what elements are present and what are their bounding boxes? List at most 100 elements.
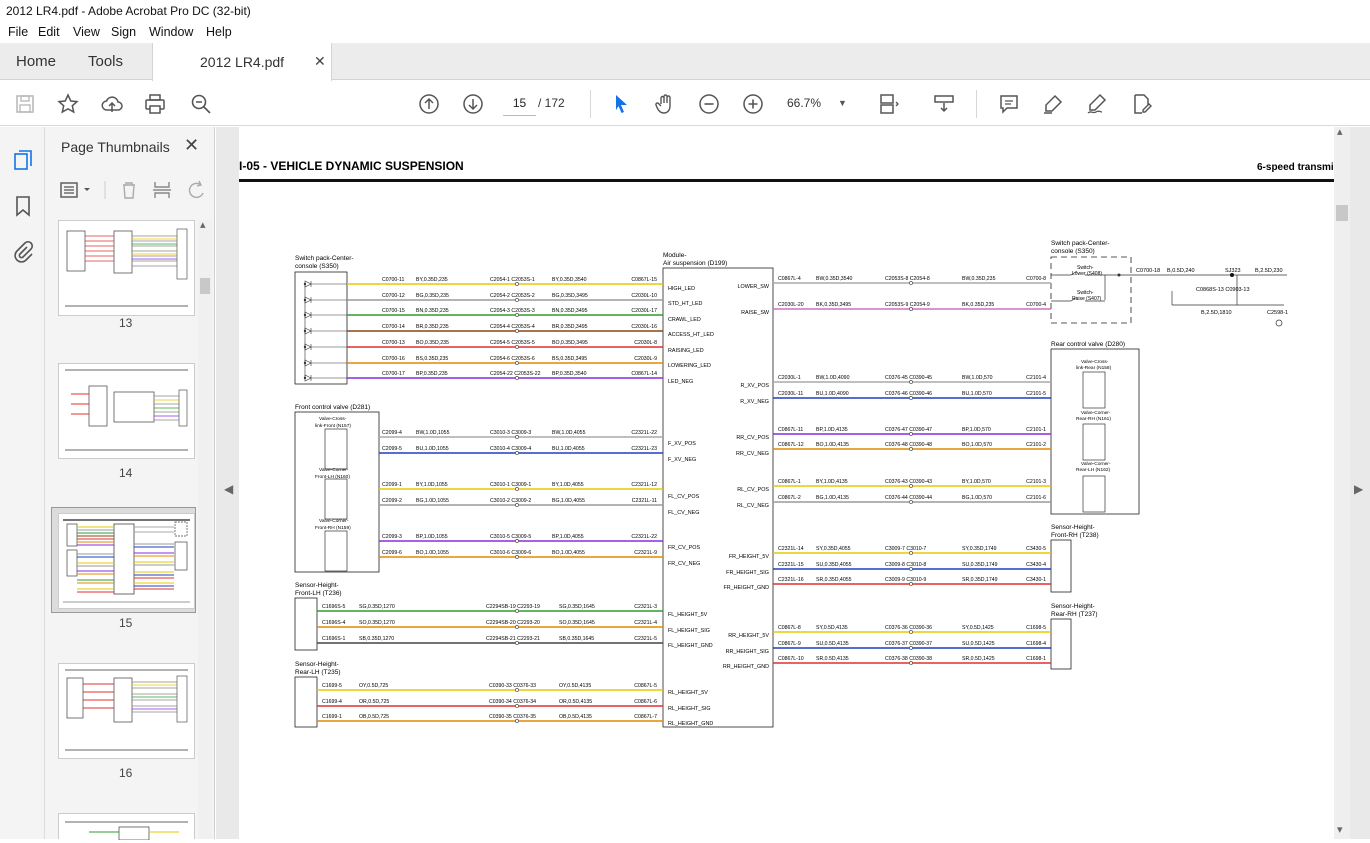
- junction-label: C0376-43 C0390-43: [885, 479, 932, 485]
- zoom-dropdown-icon[interactable]: ▼: [838, 98, 847, 108]
- hand-icon[interactable]: [652, 91, 678, 117]
- page-thumbnail-13[interactable]: [58, 220, 195, 316]
- highlight-icon[interactable]: [1040, 91, 1066, 117]
- connector-label: C2099-5: [382, 446, 402, 452]
- zoom-search-icon[interactable]: [188, 91, 214, 117]
- connector-label: C2321L-15: [778, 562, 804, 568]
- fit-page-icon[interactable]: [876, 91, 902, 117]
- extract-page-icon[interactable]: [153, 182, 171, 198]
- junction-label: C2294SB-20 C2293-20: [486, 620, 540, 626]
- junction-label: C3010-5 C3009-5: [490, 534, 531, 540]
- connector-label: C2030L-10: [631, 293, 657, 299]
- attachment-icon[interactable]: [10, 239, 36, 265]
- page-thumbnail-17[interactable]: [58, 813, 195, 841]
- connector-label: C1696S-4: [322, 620, 345, 626]
- menu-sign[interactable]: Sign: [111, 25, 137, 39]
- scroll-up-icon[interactable]: ▴: [200, 219, 206, 231]
- previous-page-arrow-icon[interactable]: ◀: [224, 482, 234, 496]
- comment-icon[interactable]: [996, 91, 1022, 117]
- ground-wires: [1119, 274, 1287, 306]
- scroll-mode-icon[interactable]: [931, 91, 957, 117]
- inline-connector: [515, 329, 519, 333]
- tab-home[interactable]: Home: [16, 53, 57, 70]
- switch-lower-sublabel: Lower (S408): [1072, 271, 1102, 277]
- page-up-icon[interactable]: [416, 91, 442, 117]
- menu-edit[interactable]: Edit: [38, 25, 60, 39]
- junction-label: C0376-47 C0390-47: [885, 427, 932, 433]
- scroll-down-icon[interactable]: ▾: [1337, 824, 1343, 836]
- junction-label: C3009-9 C3010-9: [885, 577, 926, 583]
- page-thumbnail-14[interactable]: [58, 363, 195, 459]
- connector-label: C1698-5: [1026, 625, 1046, 631]
- save-icon[interactable]: [12, 91, 38, 117]
- wire-spec-label: BY,0.35D,3540: [552, 277, 587, 283]
- module-pin-label: R_XV_POS: [741, 383, 770, 389]
- connector-label: C2321L-22: [631, 534, 657, 540]
- bookmark-star-icon[interactable]: [55, 91, 81, 117]
- switch-raise-label: Switch-: [1077, 290, 1094, 296]
- print-icon[interactable]: [142, 91, 168, 117]
- inline-connector: [909, 646, 913, 650]
- page-thumbnail-15[interactable]: [58, 513, 195, 609]
- page-down-icon[interactable]: [460, 91, 486, 117]
- switch-lower-label: Switch-: [1077, 265, 1094, 271]
- edit-pdf-icon[interactable]: [1128, 91, 1154, 117]
- inline-connector: [515, 641, 519, 645]
- connector-label: C1699-4: [322, 699, 342, 705]
- page-number-input[interactable]: 15: [503, 91, 536, 116]
- sensor-rl-box: [294, 676, 318, 728]
- delete-page-icon[interactable]: [123, 182, 135, 199]
- inline-connector: [515, 282, 519, 286]
- menu-file[interactable]: File: [8, 25, 29, 39]
- menu-help[interactable]: Help: [206, 25, 232, 39]
- tab-tools[interactable]: Tools: [88, 53, 124, 70]
- upload-icon[interactable]: [99, 91, 125, 117]
- zoom-in-icon[interactable]: [740, 91, 766, 117]
- sensor-rr-title: Sensor-Height-: [1051, 603, 1095, 610]
- menu-window[interactable]: Window: [149, 25, 194, 39]
- tab-document[interactable]: 2012 LR4.pdf ✕: [152, 43, 332, 81]
- select-cursor-icon[interactable]: [608, 91, 634, 117]
- zoom-out-icon[interactable]: [696, 91, 722, 117]
- scroll-up-icon[interactable]: ▴: [1337, 126, 1343, 138]
- wire-spec-label: SR,0.35D,4055: [816, 577, 852, 583]
- inline-connector: [515, 719, 519, 723]
- junction-label: C2054-5 C2053S-5: [490, 340, 535, 346]
- connector-label: C0700-15: [382, 308, 405, 314]
- sign-icon[interactable]: [1084, 91, 1110, 117]
- ground-connector-label-2: C0868S-13 C0903-13: [1196, 287, 1250, 293]
- inline-connector: [909, 500, 913, 504]
- next-page-arrow-icon[interactable]: ▶: [1354, 482, 1364, 496]
- document-scroll-thumb[interactable]: [1336, 205, 1348, 221]
- header-rule: [239, 179, 1349, 182]
- wire-spec-label: OY,0.5D,4135: [559, 683, 591, 689]
- thumbnail-scrollbar[interactable]: ▴: [198, 219, 212, 839]
- page-thumbnail-16[interactable]: [58, 663, 195, 759]
- page-thumbnails-icon[interactable]: [10, 147, 36, 173]
- module-pin-label: STD_HT_LED: [668, 301, 703, 307]
- close-panel-icon[interactable]: ✕: [184, 135, 200, 155]
- menu-view[interactable]: View: [73, 25, 100, 39]
- connector-label: C0867L-8: [778, 625, 801, 631]
- junction-label: C0376-38 C0390-38: [885, 656, 932, 662]
- inline-connector: [515, 451, 519, 455]
- junction-label: C3010-6 C3009-6: [490, 550, 531, 556]
- bookmark-icon[interactable]: [10, 193, 36, 219]
- sensor-fl-subtitle: Front-LH (T236): [295, 590, 342, 597]
- inline-connector: [515, 298, 519, 302]
- wire-spec-label: OB,0.5D,725: [359, 714, 389, 720]
- document-scrollbar[interactable]: ▴ ▾: [1334, 126, 1350, 839]
- title-bar: 2012 LR4.pdf - Adobe Acrobat Pro DC (32-…: [0, 0, 1370, 22]
- thumbnail-options-icon[interactable]: [60, 182, 90, 198]
- module-pin-label: FR_HEIGHT_SIG: [726, 570, 769, 576]
- junction-label: C0376-48 C0390-48: [885, 442, 932, 448]
- rotate-page-icon[interactable]: [188, 180, 204, 199]
- close-tab-icon[interactable]: ✕: [314, 53, 326, 69]
- connector-label: C0700-12: [382, 293, 405, 299]
- module-pin-label: ACCESS_HT_LED: [668, 332, 714, 338]
- zoom-value[interactable]: 66.7%: [787, 96, 822, 110]
- rear-valves: Valve-Cross-link-Rear (N158)Valve-Corner…: [1076, 359, 1112, 513]
- wire-spec-label: BO,1.0D,4055: [552, 550, 585, 556]
- thumbnail-scroll-thumb[interactable]: [200, 278, 210, 294]
- junction-label: C2053S-8 C2054-8: [885, 276, 930, 282]
